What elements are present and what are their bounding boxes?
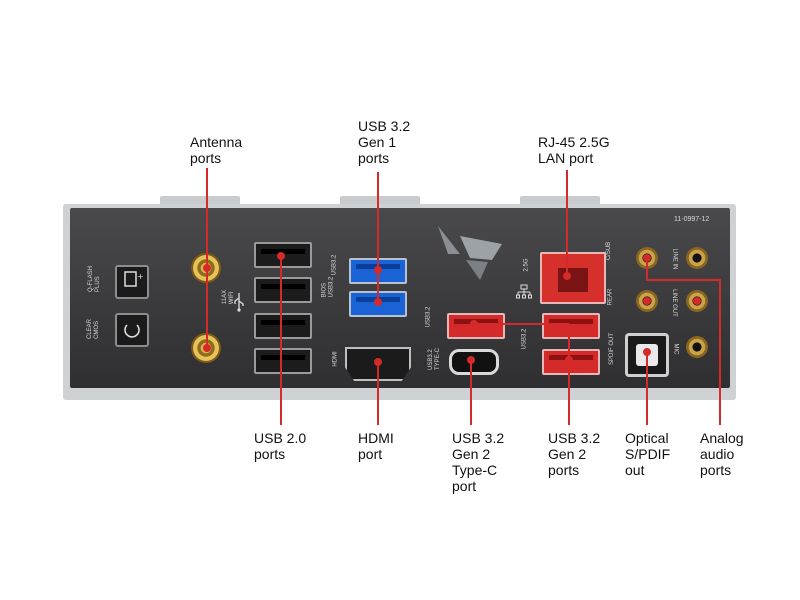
leader-dot xyxy=(277,252,285,260)
antenna-label: Antenna ports xyxy=(190,134,243,166)
usb32-gen2-port-2[interactable] xyxy=(542,313,600,339)
leader-dot xyxy=(643,348,651,356)
usb32-gen2-label: USB 3.2 Gen 2 ports xyxy=(548,430,601,478)
usb20-port-2[interactable] xyxy=(254,277,312,303)
usb-symbol-icon xyxy=(234,293,244,312)
audio-jack-line-in[interactable] xyxy=(686,247,708,269)
leader-dot xyxy=(563,272,571,280)
typec-label: USB 3.2 Gen 2 Type-C port xyxy=(452,430,505,494)
leader-dot xyxy=(467,356,475,364)
leader-dot xyxy=(565,356,573,364)
qflash-plus-button[interactable]: + xyxy=(115,265,149,299)
network-icon xyxy=(516,284,532,299)
hdmi-label: HDMI port xyxy=(358,430,394,462)
audio-jack-mic[interactable] xyxy=(686,336,708,358)
leader-line-analog xyxy=(646,258,721,425)
rj45-label: RJ-45 2.5G LAN port xyxy=(538,134,610,166)
leader-dot xyxy=(470,320,478,328)
leader-dot xyxy=(374,266,382,274)
usb20-port-4[interactable] xyxy=(254,348,312,374)
usb20-port-3[interactable] xyxy=(254,313,312,339)
rj45-lan-port[interactable] xyxy=(540,252,606,304)
svg-text:+: + xyxy=(137,272,144,281)
leader-dot xyxy=(203,264,211,272)
clear-cmos-button[interactable] xyxy=(115,313,149,347)
leader-dot xyxy=(374,358,382,366)
usb20-port-1[interactable] xyxy=(254,242,312,268)
optical-label: Optical S/PDIF out xyxy=(625,430,671,478)
flash-plus-icon: + xyxy=(124,271,144,287)
analog-label: Analog audio ports xyxy=(700,430,744,478)
leader-dot xyxy=(643,297,651,305)
usb32-gen1-label: USB 3.2 Gen 1 ports xyxy=(358,118,411,166)
leader-dot xyxy=(203,344,211,352)
reset-icon xyxy=(124,324,140,338)
part-code: 11-0997-12 xyxy=(674,216,710,223)
leader-dot xyxy=(374,298,382,306)
aorus-logo-icon xyxy=(438,226,502,280)
usb20-label: USB 2.0 ports xyxy=(254,430,307,462)
leader-dot xyxy=(693,297,701,305)
leader-dot xyxy=(643,254,651,262)
